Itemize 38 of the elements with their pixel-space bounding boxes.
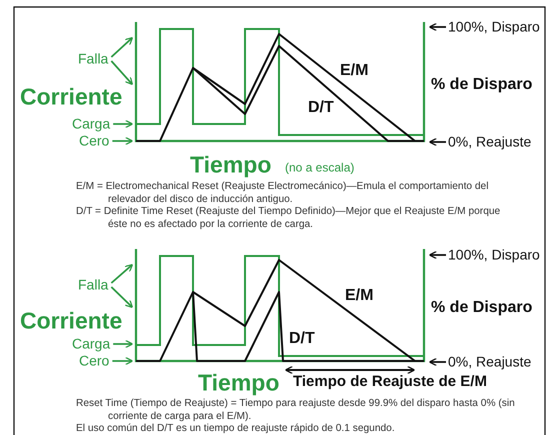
axis-title: Tiempo: [190, 152, 272, 178]
pointer-arrow: [428, 358, 446, 366]
axis-label: 0%, Reajuste: [448, 134, 532, 150]
axis-title: % de Disparo: [431, 299, 532, 317]
curve-label: E/M: [340, 62, 368, 80]
axis-label: 0%, Reajuste: [448, 354, 532, 370]
axis-title: Corriente: [20, 84, 122, 110]
note-text: El uso común del D/T es un tiempo de reajuste rápido de 0.1 segundo.: [76, 423, 396, 435]
pointer-arrow: [112, 356, 134, 366]
pointer-arrow: [428, 250, 446, 260]
axis-title: Corriente: [20, 308, 122, 334]
axis-label: Falla: [78, 277, 108, 293]
axis-label: Carga: [72, 116, 110, 132]
note-text: Reset Time (Tiempo de Reajuste) = Tiempo para reajuste desde 99.9% del disparo hasta 0% (sin corriente de carga para el E/M).: [76, 398, 516, 423]
axis-title: % de Disparo: [431, 76, 532, 94]
pointer-arrow: [110, 264, 134, 284]
axis-label: 100%, Disparo: [448, 19, 540, 35]
pointer-arrow: [428, 138, 446, 146]
pointer-arrow: [110, 286, 134, 308]
pointer-arrow: [110, 36, 134, 58]
axis-note: (no a escala): [285, 161, 354, 175]
pointer-arrow: [112, 136, 134, 146]
curve-label: D/T: [289, 330, 315, 348]
dimension-label: Tiempo de Reajuste de E/M: [293, 374, 487, 390]
pointer-arrow: [113, 120, 134, 128]
axis-title: Tiempo: [198, 370, 280, 396]
axis-label: Cero: [79, 133, 110, 149]
curve-label: E/M: [345, 287, 374, 305]
axis-label: Falla: [78, 51, 108, 67]
note-text: D/T = Definite Time Reset (Reajuste del Tiempo Definido)—Mejor que el Reajuste E/M porque éste no es afectado por la corriente de carga.: [76, 206, 502, 231]
axis-label: Cero: [79, 353, 110, 369]
pointer-arrow: [110, 60, 134, 86]
pointer-arrow: [113, 340, 134, 348]
axis-label: 100%, Disparo: [448, 247, 540, 263]
note-text: E/M = Electromechanical Reset (Reajuste Electromecánico)—Emula el comportamiento del relevador del disco de inducción antiguo.: [76, 181, 490, 206]
curve-label: D/T: [308, 99, 334, 117]
pointer-arrow: [428, 22, 446, 32]
axis-label: Carga: [72, 336, 110, 352]
